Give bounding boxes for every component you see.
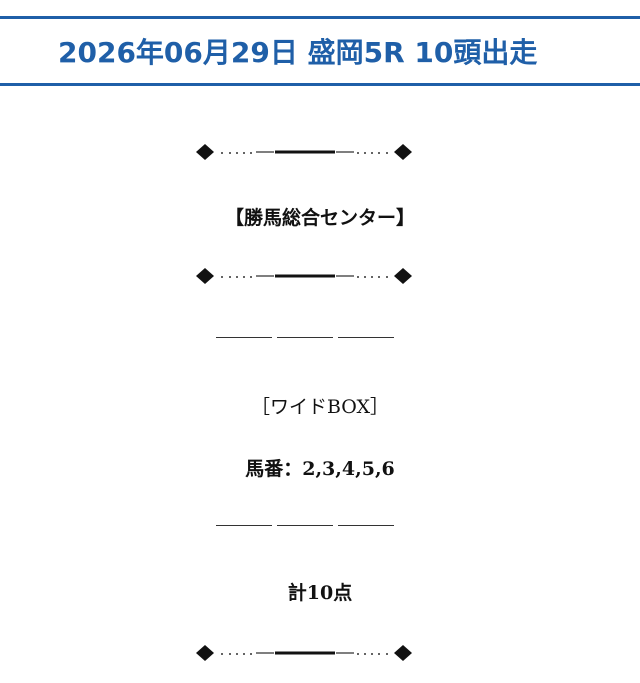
ornament-divider: [195, 266, 415, 286]
page-title: 2026年06月29日 盛岡5R 10頭出走: [58, 36, 538, 69]
dash-rule: [216, 337, 394, 341]
total-points: 計10点: [287, 582, 353, 604]
center-name: 【勝馬総合センター】: [224, 207, 415, 229]
dash-rule: [216, 525, 394, 529]
ornament-divider: [195, 643, 415, 663]
page-header: 2026年06月29日 盛岡5R 10頭出走: [0, 16, 640, 86]
ornament-divider: [195, 142, 415, 162]
bet-type: ［ワイドBOX］: [250, 396, 390, 418]
horse-numbers: 馬番：2,3,4,5,6: [245, 458, 395, 480]
